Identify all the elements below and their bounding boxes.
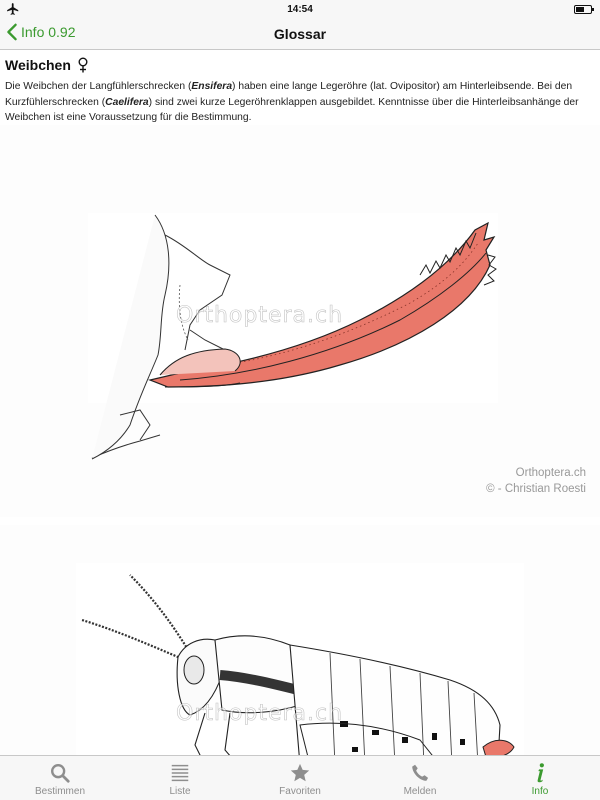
tab-info[interactable]: Info <box>480 756 600 800</box>
credit-line: © - Christian Roesti <box>486 483 586 495</box>
tab-label: Melden <box>403 786 437 797</box>
glossary-content[interactable]: Weibchen Die Weibchen der Langfühlerschr… <box>0 51 600 755</box>
chevron-left-icon <box>7 23 17 41</box>
tab-bar: Bestimmen Liste Favoriten Melden Info <box>0 755 600 800</box>
taxon-caelifera: Caelifera <box>105 96 149 108</box>
entry-description: Die Weibchen der Langfühlerschrecken (En… <box>5 79 595 126</box>
ovipositor-valves-shape <box>482 739 515 755</box>
status-bar: 14:54 <box>0 0 600 18</box>
page-title: Glossar <box>273 25 327 42</box>
navigation-bar: Info 0.92 Glossar <box>0 18 600 50</box>
female-symbol-icon <box>78 57 88 73</box>
entry-title: Weibchen <box>5 57 71 73</box>
watermark: Orthoptera.ch <box>176 701 344 727</box>
tab-label: Favoriten <box>279 786 321 797</box>
battery-icon <box>574 5 594 14</box>
grasshopper-drawing <box>76 563 524 755</box>
tab-favoriten[interactable]: Favoriten <box>240 756 360 800</box>
back-button[interactable]: Info 0.92 <box>6 23 76 41</box>
image-credit: Orthoptera.ch © - Christian Roesti <box>486 465 586 497</box>
tab-melden[interactable]: Melden <box>360 756 480 800</box>
tab-bestimmen[interactable]: Bestimmen <box>0 756 120 800</box>
star-icon <box>290 763 310 782</box>
tab-label: Liste <box>169 786 191 797</box>
credit-line: Orthoptera.ch <box>515 467 586 479</box>
tab-label: Bestimmen <box>34 786 85 797</box>
ovipositor-drawing <box>88 213 498 460</box>
status-time: 14:54 <box>287 3 313 15</box>
back-button-label: Info 0.92 <box>21 24 76 40</box>
airplane-mode-icon <box>7 3 19 15</box>
grasshopper-illustration: Orthoptera.ch <box>0 525 600 755</box>
entry-heading: Weibchen <box>5 57 89 73</box>
entry-text-part: Die Weibchen der Langfühlerschrecken ( <box>5 81 192 92</box>
entry-text-part: ) sind zwei kurze Legeröhrenklappen ausg… <box>5 96 579 124</box>
list-icon <box>171 764 189 782</box>
phone-icon <box>412 764 429 781</box>
entry-text-part: ) haben eine lange Legeröhre (lat. Ovipo… <box>5 81 573 108</box>
taxon-ensifera: Ensifera <box>191 81 233 92</box>
watermark: Orthoptera.ch <box>176 303 344 329</box>
battery-level <box>576 7 584 12</box>
search-icon <box>51 764 70 783</box>
ovipositor-illustration: Orthoptera.ch Orthoptera.ch © - Christia… <box>0 125 600 517</box>
tab-label: Info <box>531 786 549 797</box>
tab-liste[interactable]: Liste <box>120 756 240 800</box>
info-icon <box>537 763 544 783</box>
